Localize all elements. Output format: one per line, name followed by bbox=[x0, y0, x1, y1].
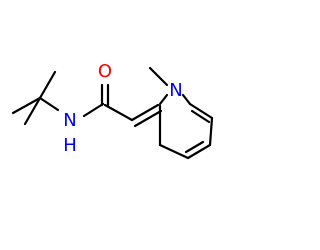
bond-ring-c5-c4 bbox=[208, 116, 214, 147]
bond-ring-c6-c5 bbox=[188, 102, 214, 120]
amide-hydrogen-label: H bbox=[63, 135, 77, 156]
bond-ring-c6-c5-inner bbox=[190, 109, 211, 124]
bond-exocyclic-double-1 bbox=[130, 103, 160, 122]
bond-nitrogen-carbonyl bbox=[82, 102, 105, 118]
oxygen-label: O bbox=[98, 61, 112, 82]
bond-exocyclic-double-2 bbox=[133, 109, 163, 128]
bond-tbu-c-methyl-left bbox=[11, 96, 42, 115]
bond-ring-c2-n1 bbox=[158, 93, 169, 106]
bond-ring-c3-c2 bbox=[158, 143, 190, 160]
bond-ring-c4-c3-inner bbox=[184, 140, 205, 154]
structure-diagram: O N H N bbox=[11, 61, 214, 160]
bond-tbu-c-nitrogen bbox=[38, 96, 60, 112]
bond-tbu-c-methyl-bottom bbox=[23, 96, 42, 126]
amide-nitrogen-label: N bbox=[63, 110, 76, 131]
bond-ring-c4-c3 bbox=[186, 143, 212, 160]
ring-nitrogen-label: N bbox=[169, 80, 182, 101]
bond-carbonyl-ch bbox=[103, 103, 134, 122]
bond-ring-nitrogen-methyl bbox=[148, 66, 169, 87]
molecule-canvas: O N H N bbox=[11, 61, 214, 160]
bond-ring-n1-c6 bbox=[181, 93, 192, 106]
bond-tbu-c-methyl-top bbox=[38, 70, 57, 100]
